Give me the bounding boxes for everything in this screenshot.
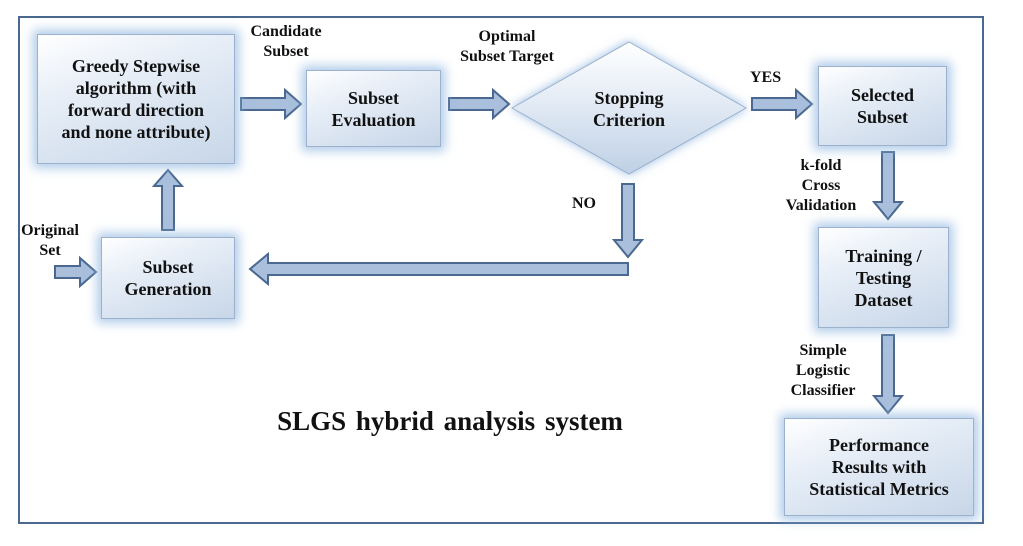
candidate-subset-label: Candidate Subset xyxy=(250,23,322,60)
selected-subset-box: Selected Subset xyxy=(818,66,947,146)
subset-generation-label: Subset Generation xyxy=(124,257,212,299)
arrow-no-to-generation xyxy=(248,251,629,287)
diagram-frame xyxy=(18,16,984,524)
arrow-generation-to-greedy xyxy=(151,168,185,231)
arrow-evaluation-to-criterion xyxy=(448,87,511,121)
arrow-training-to-performance xyxy=(871,334,905,415)
optimal-subset-target-label: Optimal Subset Target xyxy=(460,28,554,65)
arrow-greedy-to-evaluation xyxy=(240,87,303,121)
stopping-criterion-label: Stopping Criterion xyxy=(593,88,665,130)
arrow-criterion-down-no xyxy=(611,183,645,259)
diagram-title: SLGS hybrid analysis system xyxy=(277,406,623,436)
greedy-stepwise-label: Greedy Stepwise algorithm (with forward … xyxy=(61,56,211,142)
arrow-original-to-generation xyxy=(54,255,98,289)
greedy-stepwise-box: Greedy Stepwise algorithm (with forward … xyxy=(37,34,235,164)
stopping-criterion-diamond xyxy=(510,41,748,175)
selected-subset-label: Selected Subset xyxy=(851,85,914,127)
arrow-selected-to-training xyxy=(871,151,905,221)
no-label: NO xyxy=(572,195,596,212)
performance-results-label: Performance Results with Statistical Met… xyxy=(809,435,949,499)
arrow-criterion-to-selected xyxy=(751,87,814,121)
subset-generation-box: Subset Generation xyxy=(101,237,235,319)
original-set-label: Original Set xyxy=(21,222,79,259)
k-fold-cross-validation-label: k-fold Cross Validation xyxy=(785,157,857,214)
subset-evaluation-label: Subset Evaluation xyxy=(331,87,416,130)
yes-label: YES xyxy=(750,69,782,86)
subset-evaluation-box: Subset Evaluation xyxy=(306,70,441,147)
training-testing-box: Training / Testing Dataset xyxy=(818,227,949,328)
training-testing-label: Training / Testing Dataset xyxy=(845,245,922,310)
performance-results-box: Performance Results with Statistical Met… xyxy=(784,418,974,516)
simple-logistic-classifier-label: Simple Logistic Classifier xyxy=(790,342,856,399)
